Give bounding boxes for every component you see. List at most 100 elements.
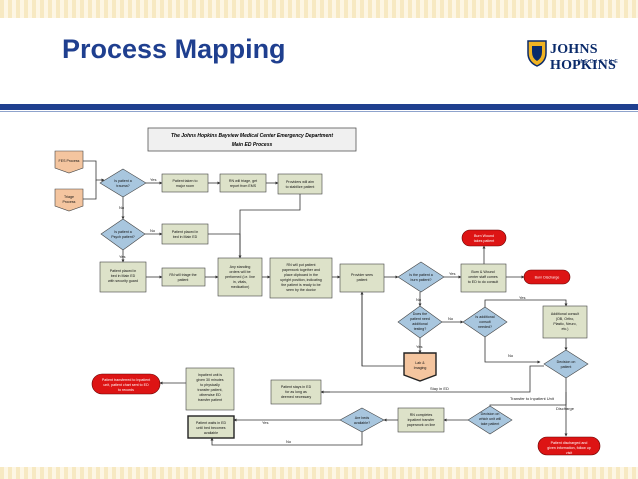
- rn-completes-node: RN completes inpatient transfer paperwor…: [397, 407, 445, 433]
- providers-stabilize-node: Providers will aim to stabilize patient: [277, 173, 323, 195]
- svg-text:available?: available?: [354, 421, 370, 425]
- svg-text:Additional consult: Additional consult: [551, 312, 579, 316]
- label-yes: Yes: [416, 344, 423, 349]
- label-yes: Yes: [150, 177, 157, 182]
- rn-paperwork-node: RN will put patient paperwork together a…: [269, 257, 333, 299]
- svg-text:Inpatient unit is: Inpatient unit is: [198, 373, 222, 377]
- label-no: No: [286, 439, 292, 444]
- svg-text:Is patient a: Is patient a: [114, 179, 132, 183]
- label-no: No: [416, 297, 422, 302]
- decision-patient-decision: Decision on patient: [543, 349, 589, 379]
- standing-orders-node: Any standing orders will be performed (i…: [217, 257, 263, 297]
- top-decorative-stripe: [0, 0, 638, 18]
- svg-text:Is the patient a: Is the patient a: [409, 273, 433, 277]
- svg-text:until bed becomes: until bed becomes: [196, 426, 225, 430]
- svg-text:FES Process: FES Process: [59, 159, 80, 163]
- label-stay-in-ed: Stay in ED: [430, 386, 449, 391]
- svg-text:the patient is ready to be: the patient is ready to be: [281, 283, 320, 287]
- header-divider-thin: [0, 111, 638, 112]
- svg-text:paperwork on line: paperwork on line: [407, 423, 435, 427]
- svg-text:patient: patient: [357, 278, 368, 282]
- label-no: No: [119, 205, 125, 210]
- svg-text:patient: patient: [178, 278, 189, 282]
- label-yes: Yes: [449, 271, 456, 276]
- svg-text:additional: additional: [412, 322, 428, 326]
- svg-text:given 30 minutes: given 30 minutes: [196, 378, 223, 382]
- triage-process-node: Triage Process: [54, 188, 84, 212]
- is-burn-decision: Is the patient a burn patient?: [397, 261, 445, 293]
- decision-unit-decision: Decision on which unit will take patient: [467, 405, 513, 435]
- svg-text:burn patient?: burn patient?: [411, 278, 432, 282]
- svg-text:in, vitals,: in, vitals,: [233, 280, 247, 284]
- svg-text:unit, patient chart sent to ED: unit, patient chart sent to ED: [103, 383, 149, 387]
- svg-text:Does the: Does the: [413, 312, 427, 316]
- svg-text:visit: visit: [566, 451, 572, 455]
- waits-ed-node: Patient waits in ED until bed becomes av…: [187, 415, 235, 439]
- svg-text:otherwise ED: otherwise ED: [199, 393, 221, 397]
- is-psych-decision: Is patient a Psych patient?: [100, 218, 146, 251]
- svg-text:which unit will: which unit will: [479, 417, 501, 421]
- svg-text:Patient waits in ED: Patient waits in ED: [196, 421, 227, 425]
- svg-text:for as long as: for as long as: [285, 390, 307, 394]
- svg-text:seen by the doctor: seen by the doctor: [286, 288, 316, 292]
- burn-takes-terminal: Burn Wound takes patient: [461, 229, 507, 247]
- label-yes: Yes: [119, 254, 126, 259]
- slide-title: Process Mapping: [62, 34, 286, 64]
- flow-connectors: [83, 160, 568, 446]
- transfer-inpatient-terminal: Patient transferred to Inpatient unit, p…: [91, 373, 161, 395]
- svg-text:Patient taken to: Patient taken to: [173, 179, 198, 183]
- svg-text:bed in Main ED: bed in Main ED: [173, 235, 198, 239]
- inpatient-30min-node: Inpatient unit is given 30 minutes to ph…: [185, 367, 235, 411]
- svg-text:RN will put patient: RN will put patient: [287, 263, 316, 267]
- svg-text:Patient placed in: Patient placed in: [172, 230, 199, 234]
- svg-text:etc.): etc.): [562, 327, 569, 331]
- svg-text:paperwork together and: paperwork together and: [282, 268, 320, 272]
- flowchart-title-line1: The Johns Hopkins Bayview Medical Center…: [171, 133, 333, 139]
- bottom-decorative-stripe: [0, 467, 638, 479]
- is-trauma-decision: Is patient a trauma?: [99, 168, 147, 198]
- svg-text:Providers will aim: Providers will aim: [286, 180, 314, 184]
- provider-sees-node: Provider sees patient: [339, 263, 385, 293]
- svg-text:place clipboard in the: place clipboard in the: [284, 273, 318, 277]
- additional-consult-decision: Is additional consult needed?: [462, 306, 508, 338]
- svg-text:report from EMS: report from EMS: [230, 184, 257, 188]
- svg-text:(OB, Ortho,: (OB, Ortho,: [556, 317, 574, 321]
- svg-text:deemed necessary: deemed necessary: [281, 395, 312, 399]
- svg-text:take patient: take patient: [481, 422, 500, 426]
- svg-text:to physically: to physically: [200, 383, 220, 387]
- svg-text:Burn Discharge: Burn Discharge: [535, 276, 560, 280]
- svg-text:Lab &: Lab &: [415, 361, 425, 365]
- svg-text:Patient transferred to Inpatie: Patient transferred to Inpatient: [102, 378, 150, 382]
- svg-text:major room: major room: [176, 184, 194, 188]
- flowchart-title-box: The Johns Hopkins Bayview Medical Center…: [147, 127, 357, 152]
- additional-consult-node: Additional consult (OB, Ortho, Plastic, …: [542, 305, 588, 339]
- burn-discharge-terminal: Burn Discharge: [523, 269, 571, 285]
- svg-text:Decision on: Decision on: [481, 412, 500, 416]
- svg-text:Process: Process: [63, 200, 76, 204]
- svg-text:to stabilize patient: to stabilize patient: [286, 185, 315, 189]
- flowchart-title-line2: Main ED Process: [232, 142, 273, 148]
- psych-bed-guard-node: Patient placed in bed in Main ED with se…: [99, 261, 147, 293]
- svg-text:to records: to records: [118, 388, 134, 392]
- svg-text:Decision on: Decision on: [557, 360, 576, 364]
- label-transfer-inpatient: Transfer to Inpatient Unit: [510, 396, 555, 401]
- svg-text:Psych patient?: Psych patient?: [111, 235, 135, 239]
- taken-major-room-node: Patient taken to major room: [161, 173, 209, 193]
- svg-text:RN will triage, get: RN will triage, get: [229, 179, 257, 183]
- svg-text:Patient discharged and: Patient discharged and: [551, 441, 588, 445]
- svg-text:Is patient a: Is patient a: [114, 230, 132, 234]
- svg-text:given information, follow up: given information, follow up: [547, 446, 591, 450]
- svg-text:takes patient: takes patient: [474, 239, 494, 243]
- svg-text:inpatient transfer: inpatient transfer: [408, 418, 436, 422]
- svg-text:Patient placed in: Patient placed in: [110, 269, 137, 273]
- label-no: No: [448, 316, 454, 321]
- svg-text:Burn Wound: Burn Wound: [474, 234, 494, 238]
- label-yes: Yes: [519, 295, 526, 300]
- svg-text:needed?: needed?: [478, 325, 492, 329]
- svg-text:upright position, indicating: upright position, indicating: [280, 278, 322, 282]
- need-testing-decision: Does the patient need additional testing…: [397, 305, 443, 339]
- rn-triage-node: RN will triage the patient: [161, 267, 206, 287]
- burn-wound-staff-node: Burn & Wound center staff comes to ED to…: [460, 263, 507, 293]
- label-no: No: [150, 228, 156, 233]
